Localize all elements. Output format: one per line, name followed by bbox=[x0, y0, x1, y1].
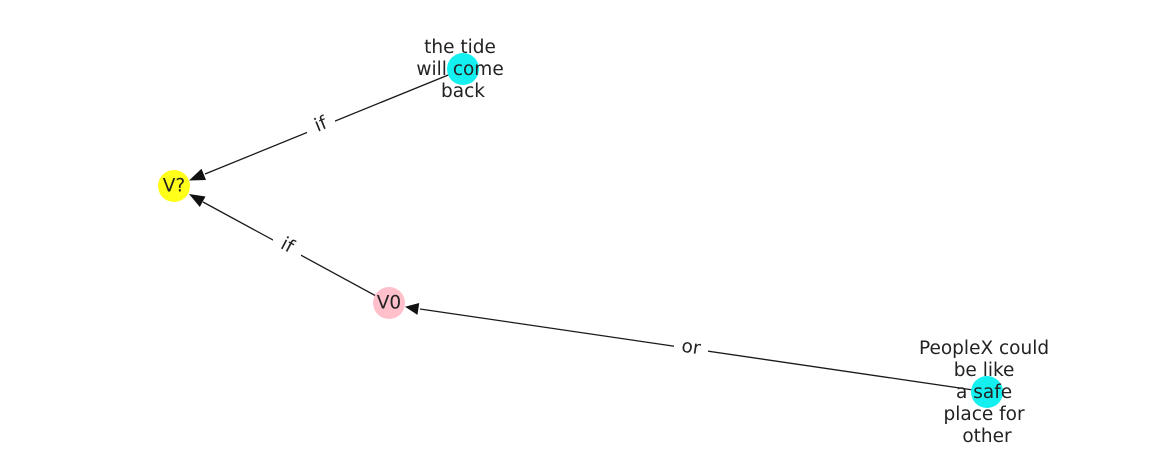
node-label-line: place for bbox=[944, 404, 1025, 425]
node-label-line: the tide bbox=[424, 37, 496, 58]
node-circle bbox=[373, 287, 405, 319]
node-label-line: other bbox=[962, 426, 1012, 447]
edge-people-to-v0: or bbox=[405, 303, 988, 393]
node-tide: the tide will come back bbox=[416, 37, 509, 102]
edge-label-bg bbox=[273, 233, 301, 259]
edge-tide-to-vq: if bbox=[189, 68, 464, 181]
node-label-peoplex: PeopleX could be like a safe place for o… bbox=[919, 338, 1055, 447]
node-circle bbox=[158, 170, 190, 202]
node-label-v0: V0 bbox=[377, 293, 401, 314]
node-v-question: V? bbox=[158, 170, 190, 202]
node-label-line: PeopleX could bbox=[919, 338, 1049, 359]
edge-label-or: or bbox=[680, 336, 702, 359]
node-label-line: will come bbox=[416, 59, 503, 80]
arrow-head bbox=[189, 168, 206, 181]
node-label-vq: V? bbox=[163, 176, 185, 197]
node-circle bbox=[971, 376, 1003, 408]
node-label-tide: the tide will come back bbox=[416, 37, 509, 102]
node-circle bbox=[447, 53, 479, 85]
node-label-line: be like bbox=[954, 360, 1015, 381]
arrow-head bbox=[189, 194, 206, 207]
node-peoplex: PeopleX could be like a safe place for o… bbox=[919, 338, 1055, 447]
node-label-line: back bbox=[441, 81, 485, 102]
edge-label-bg bbox=[674, 334, 708, 362]
edge-label-bg bbox=[307, 111, 335, 137]
edge-v0-to-vq: if bbox=[189, 194, 390, 304]
node-label-line: a safe bbox=[956, 382, 1012, 403]
arrow-head bbox=[405, 303, 420, 315]
node-v0: V0 bbox=[373, 287, 405, 319]
